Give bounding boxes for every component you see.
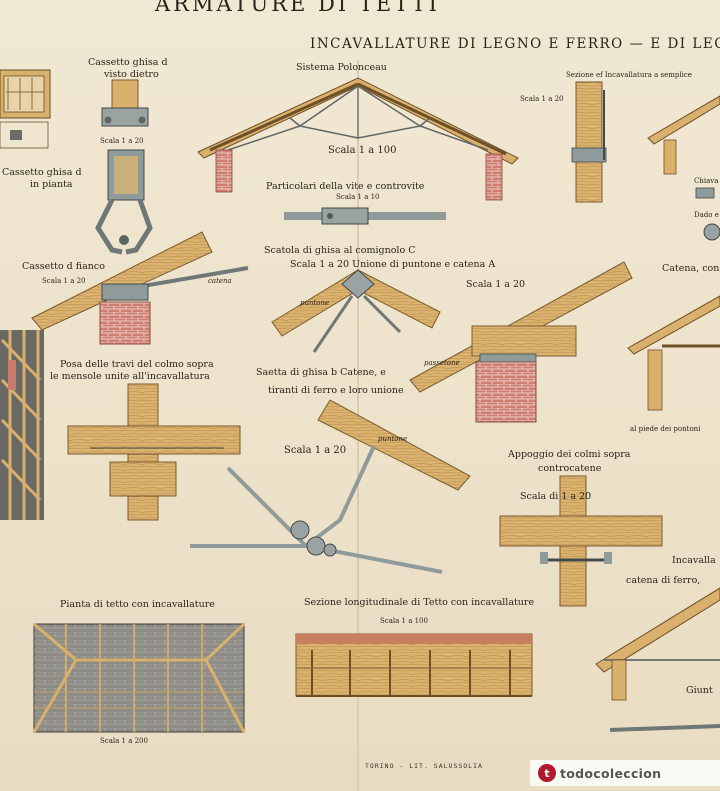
house-fragment bbox=[0, 69, 51, 149]
label-giunt: Giunt bbox=[686, 685, 713, 696]
label-saetta-1: Saetta di ghisa b Catene, e bbox=[256, 367, 386, 378]
watermark-logo-icon: t bbox=[538, 764, 556, 782]
label-appoggio-2: controcatene bbox=[538, 463, 602, 474]
cassetto-back-view bbox=[101, 79, 149, 127]
label-cassetto-visto-2: visto dietro bbox=[104, 69, 159, 80]
label-scala-1-100: Scala 1 a 100 bbox=[328, 145, 397, 156]
polonceau-truss bbox=[197, 77, 519, 201]
label-scala-unione-b: Scala 1 a 20 bbox=[466, 279, 526, 290]
label-scala-sezione-long: Scala 1 a 100 bbox=[380, 617, 428, 625]
label-cassetto-pianta-2: in pianta bbox=[30, 179, 73, 190]
label-posa-2: le mensole unite all'incavallatura bbox=[50, 371, 210, 382]
cassetto-plan-view bbox=[95, 149, 153, 255]
printer-credit: TORINO - LIT. SALUSSOLIA bbox=[365, 762, 483, 770]
label-chiavarda: Chiava bbox=[694, 177, 719, 185]
roof-plan-strip bbox=[0, 330, 44, 520]
label-puntone-2: puntone bbox=[378, 435, 408, 443]
rafter-tie-joint bbox=[409, 261, 633, 423]
roof-plan-drawing bbox=[32, 622, 246, 733]
label-al-piede: al piede dei pontoni bbox=[630, 425, 701, 433]
label-catena: catena bbox=[208, 277, 232, 285]
label-scala-cassetto-b: Scala 1 a 20 bbox=[42, 277, 86, 285]
label-dado: Dado e bbox=[694, 211, 719, 219]
ridge-box-detail bbox=[271, 269, 441, 353]
label-cassetto-visto-1: Cassetto ghisa d bbox=[88, 57, 168, 68]
label-catena-con: Catena, con bbox=[662, 263, 720, 274]
label-scala-saetta: Scala 1 a 20 bbox=[284, 445, 347, 456]
label-catena-ferro: catena di ferro, bbox=[626, 575, 701, 586]
longitudinal-section bbox=[295, 633, 533, 697]
turnbuckle-detail bbox=[284, 207, 446, 225]
ridge-support-detail bbox=[499, 475, 663, 607]
label-posa-1: Posa delle travi del colmo sopra bbox=[60, 359, 214, 370]
label-puntone-1: puntone bbox=[300, 299, 330, 307]
label-particolari: Particolari della vite e controvite bbox=[266, 181, 425, 192]
label-scala-appoggio: Scala di 1 a 20 bbox=[520, 491, 592, 502]
label-pianta-tetto: Pianta di tetto con incavallature bbox=[60, 599, 215, 610]
ridge-beam-bracket bbox=[67, 383, 241, 521]
label-sistema-polonceau: Sistema Polonceau bbox=[296, 62, 387, 73]
label-saetta-2: tiranti di ferro e loro unione bbox=[268, 385, 404, 396]
label-scala-cassetto-a: Scala 1 a 20 bbox=[100, 137, 144, 145]
section-title: INCAVALLATURE DI LEGNO E FERRO — E DI LE… bbox=[310, 36, 720, 52]
label-passetone: passetone bbox=[424, 359, 460, 367]
label-cassetto-pianta-1: Cassetto ghisa d bbox=[2, 167, 82, 178]
right-roof-fragments bbox=[595, 95, 720, 732]
section-ef-timber bbox=[571, 81, 607, 203]
main-title: ARMATURE DI TETTI bbox=[155, 0, 440, 16]
label-sezione-longitudinale: Sezione longitudinale di Tetto con incav… bbox=[304, 597, 535, 608]
label-scala-1-10: Scala 1 a 10 bbox=[336, 193, 380, 201]
label-cassetto-fianco: Cassetto d fianco bbox=[22, 261, 105, 272]
label-incavalla: Incavalla bbox=[672, 555, 716, 566]
label-appoggio-1: Appoggio dei colmi sopra bbox=[508, 449, 631, 460]
label-sezione-ef: Sezione ef Incavallatura a semplice bbox=[566, 71, 692, 79]
watermark-text: todocoleccion bbox=[560, 765, 662, 781]
label-scala-unione: Scala 1 a 20 Unione di puntone e catena … bbox=[290, 259, 496, 270]
cast-iron-strut bbox=[190, 399, 471, 574]
watermark: t todocoleccion bbox=[530, 760, 720, 786]
label-scala-sezione: Scala 1 a 20 bbox=[520, 95, 564, 103]
cassetto-side-view bbox=[31, 231, 249, 345]
label-scatola: Scatola di ghisa al comignolo C bbox=[264, 245, 416, 256]
label-scala-1-200: Scala 1 a 200 bbox=[100, 737, 148, 745]
